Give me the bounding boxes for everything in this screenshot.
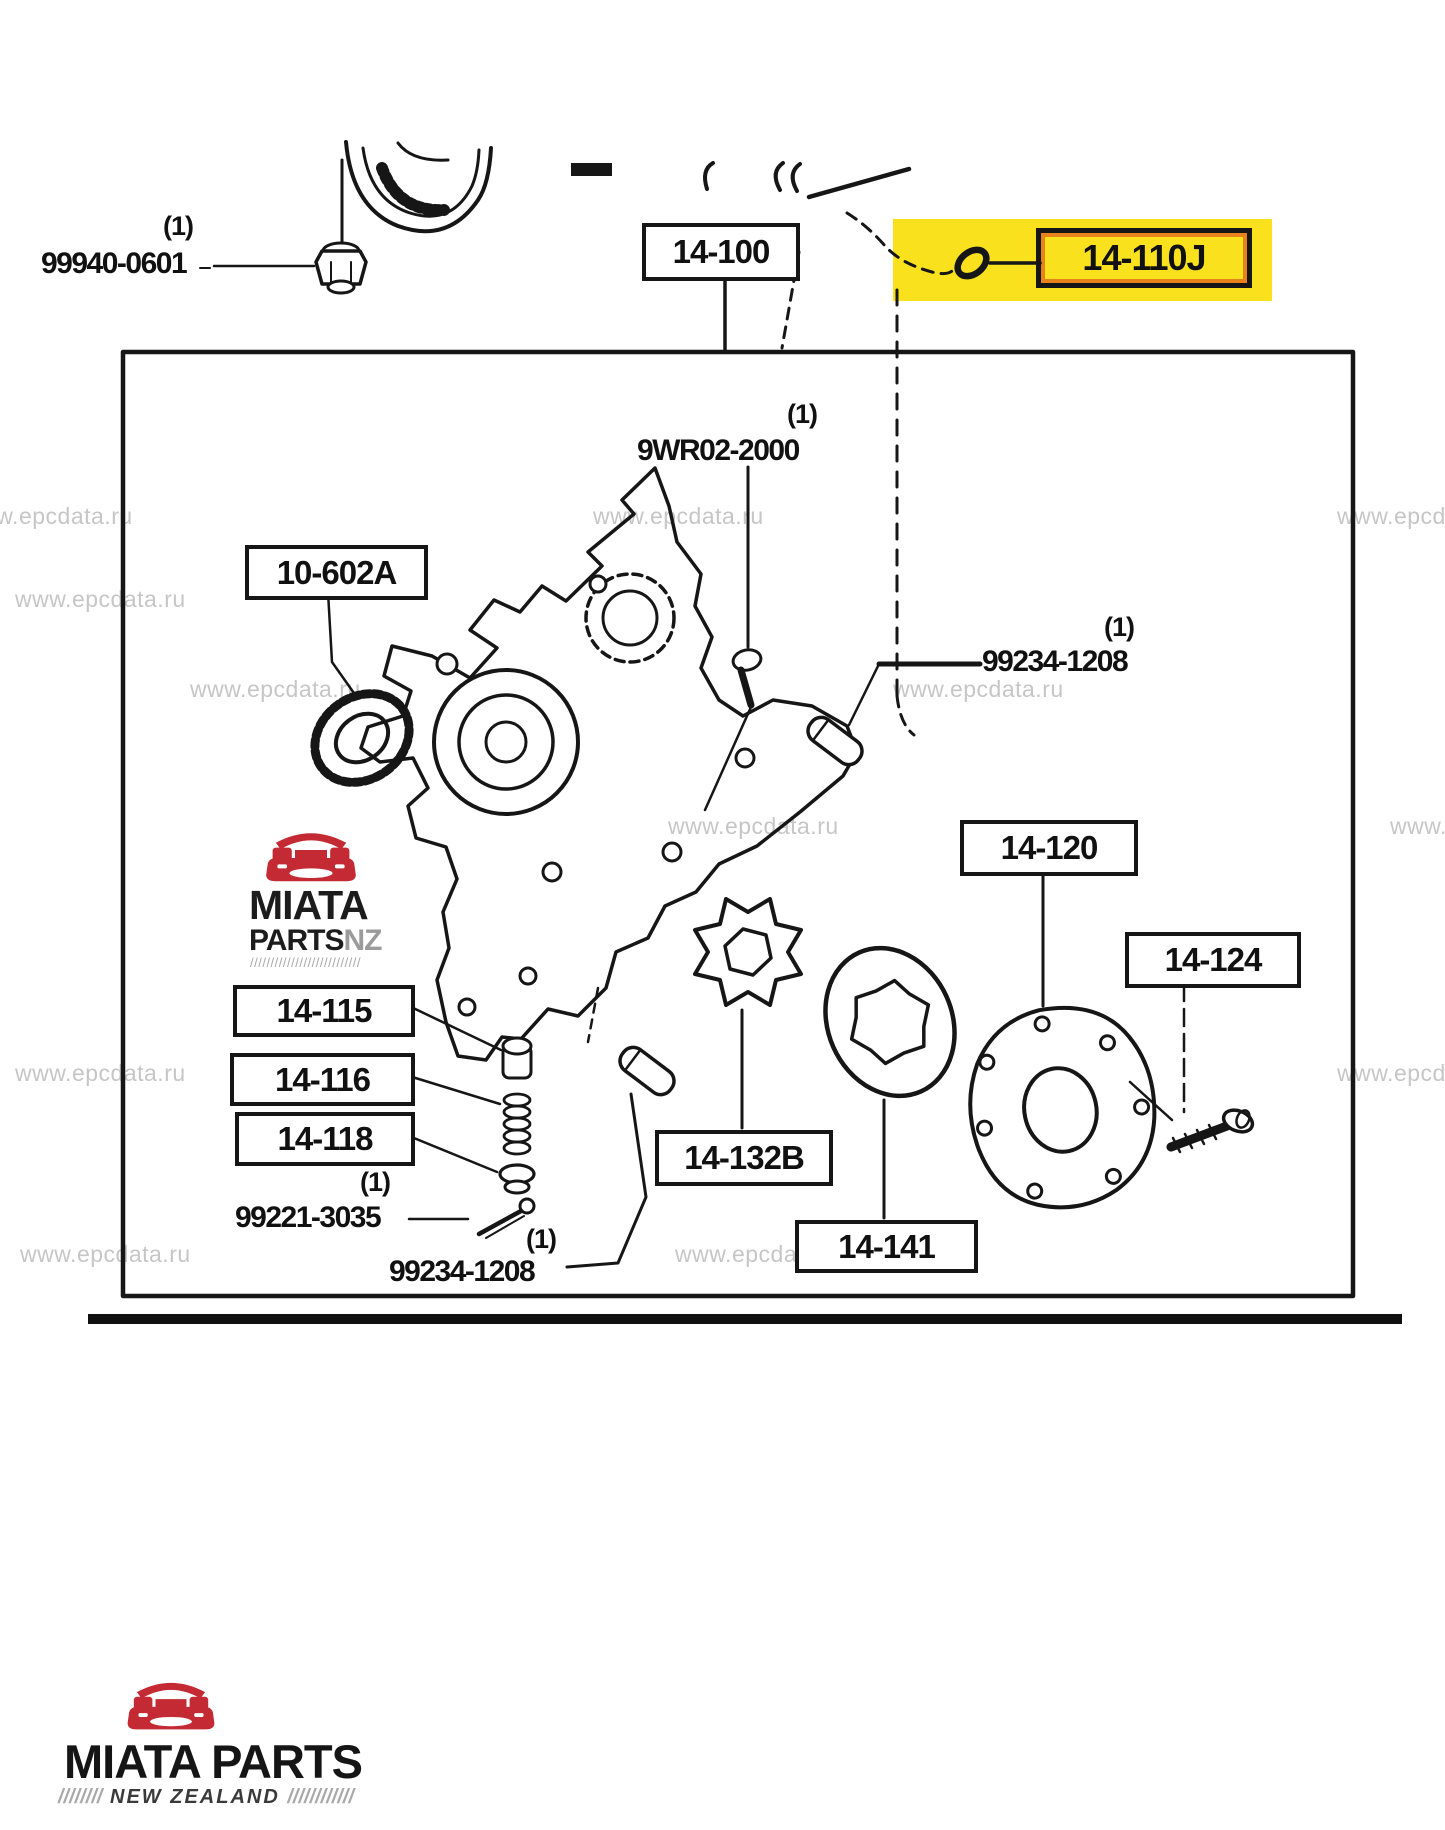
outer-rotor-drawing bbox=[823, 945, 957, 1099]
footer-brand-name: MIATA PARTS bbox=[64, 1735, 363, 1788]
watermark: www.epcdata.ru bbox=[1390, 813, 1445, 839]
logo-text-miata: MIATA bbox=[249, 882, 369, 928]
part-code-box-14-118[interactable]: 14-118 bbox=[235, 1112, 415, 1166]
leader-10-602A bbox=[326, 590, 358, 698]
dashed-pin-line bbox=[586, 986, 600, 1044]
split-pin-drawing bbox=[476, 1197, 536, 1239]
logo-text-nz: NZ bbox=[343, 924, 382, 957]
pump-bolt-drawing bbox=[731, 648, 763, 709]
diagram-frame bbox=[120, 349, 1356, 1299]
footer-slashes-left: //////// bbox=[58, 1786, 103, 1808]
part-code-box-14-116[interactable]: 14-116 bbox=[230, 1053, 415, 1106]
footer-region: NEW ZEALAND bbox=[110, 1786, 280, 1808]
highlight-region: 14-110J bbox=[893, 219, 1272, 301]
watermark: www.epcdata.ru bbox=[20, 1241, 191, 1267]
miata-parts-footer-logo: MIATA PARTS //////// NEW ZEALAND ///////… bbox=[56, 1672, 396, 1822]
footer-region-line: //////// NEW ZEALAND //////////// bbox=[58, 1786, 354, 1809]
watermark: www.epcdata.ru bbox=[15, 586, 186, 612]
cropped-drawing-fragments bbox=[571, 161, 912, 200]
relief-washer-drawing bbox=[498, 1163, 536, 1195]
leader-screw bbox=[1128, 1080, 1174, 1122]
miata-car-icon bbox=[124, 1672, 218, 1734]
part-code-box-14-124[interactable]: 14-124 bbox=[1125, 932, 1301, 988]
part-code-box-10-602A[interactable]: 10-602A bbox=[245, 545, 428, 600]
logo-text-parts-nz: PARTSNZ bbox=[249, 924, 382, 958]
part-code-box-14-110J[interactable]: 14-110J bbox=[1036, 228, 1252, 288]
miata-car-icon bbox=[260, 822, 362, 886]
part-code-box-14-115[interactable]: 14-115 bbox=[233, 985, 415, 1037]
o-ring-drawing bbox=[954, 246, 990, 280]
logo-text-parts: PARTS bbox=[249, 924, 344, 957]
crank-pulley-drawing bbox=[340, 140, 493, 252]
relief-spring-drawing bbox=[502, 1092, 532, 1156]
leader-9wr02-lower bbox=[703, 705, 753, 812]
watermark: www.epcdata.ru bbox=[668, 813, 839, 839]
front-oil-seal-drawing bbox=[310, 689, 414, 787]
watermark: www.epcdata.ru bbox=[0, 503, 133, 529]
watermark: www.epcdata.ru bbox=[190, 676, 361, 702]
relief-plug-drawing bbox=[501, 1036, 533, 1080]
leader-14-115 bbox=[407, 1004, 503, 1052]
part-code-box-14-100[interactable]: 14-100 bbox=[642, 223, 800, 281]
pump-cover-plate-drawing bbox=[968, 1005, 1157, 1210]
crank-nut-drawing bbox=[314, 241, 368, 295]
leader-14-118 bbox=[407, 1134, 499, 1174]
part-code-box-14-120[interactable]: 14-120 bbox=[960, 820, 1138, 876]
leader-14-116 bbox=[407, 1074, 502, 1106]
dowel-pin-upper-drawing bbox=[806, 715, 864, 767]
leader-99234-bottom bbox=[565, 1092, 648, 1269]
dashed-assembly-lines bbox=[780, 211, 955, 737]
watermark: www.epcdata.ru bbox=[15, 1060, 186, 1086]
bottom-separator bbox=[88, 1314, 1402, 1324]
part-code-box-14-141[interactable]: 14-141 bbox=[795, 1220, 978, 1273]
logo-slashes: /////////////////////////// bbox=[250, 955, 362, 970]
leader-99234-right bbox=[847, 662, 881, 727]
footer-slashes-right: //////////// bbox=[287, 1786, 355, 1808]
inner-rotor-drawing bbox=[693, 897, 803, 1007]
cover-screw-drawing bbox=[1166, 1108, 1255, 1154]
oil-pump-body-drawing bbox=[359, 466, 859, 1062]
watermark: www.epcdata.ru bbox=[893, 676, 1064, 702]
part-code-box-14-132B[interactable]: 14-132B bbox=[655, 1130, 833, 1186]
dowel-pin-lower-drawing bbox=[618, 1045, 676, 1097]
